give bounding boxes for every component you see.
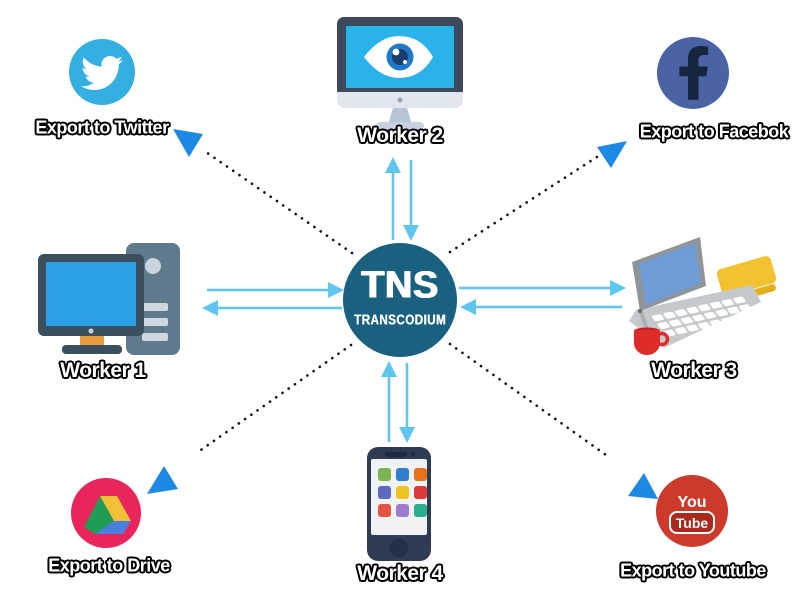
dotted-line-twitter [204,150,354,255]
arrowhead-to-youtube-icon [628,473,658,499]
desktop-computer-icon [38,243,180,355]
arrowhead-down-worker4 [399,427,415,443]
arrowhead-right-center [328,282,344,298]
youtube-logo-tube-text: Tube [676,515,709,531]
youtube-icon: You Tube [656,475,728,547]
dotted-line-facebook [448,153,602,254]
worker-arrows [202,157,626,443]
mug-icon [634,330,660,355]
twitter-icon [69,39,135,105]
drive-green-band [84,496,114,534]
worker-2-label: Worker 2 [357,124,443,147]
arrowhead-right-worker3 [610,280,626,296]
phone-camera [410,451,416,457]
monitor-eye-icon [337,17,463,130]
phone-app-grid [378,468,427,517]
dotted-lines [196,150,608,457]
arrowhead-up-worker2 [385,157,401,173]
arrowhead-left-center [460,299,476,315]
facebook-icon [657,37,729,109]
export-arrowheads [147,129,658,499]
google-drive-icon [71,478,141,548]
dotted-line-drive [196,343,353,454]
laptop-screen [639,243,701,305]
pc-monitor-screen [46,262,136,326]
worker-4-label: Worker 4 [357,562,443,585]
center-node-circle [343,243,457,357]
arrowhead-to-facebook-icon [597,141,627,168]
pc-stand [80,336,104,347]
facebook-f-glyph [679,46,709,100]
export-youtube-label: Export to Youtube [620,560,766,581]
arrowhead-up-center [381,361,397,377]
drive-blue-band [95,521,131,534]
youtube-logo-you-text: You [677,494,706,511]
dotted-line-youtube [448,342,608,457]
youtube-tube-box [669,511,715,534]
monitor-stand [388,108,412,124]
laptop-keyboard [651,296,758,340]
worker-1-label: Worker 1 [60,359,146,382]
monitor-base [376,122,424,130]
arrowhead-left-worker1 [202,300,218,316]
export-facebook-label: Export to Facebok [639,121,789,142]
twitter-bird-glyph [81,55,123,91]
pc-base [62,345,122,354]
pc-power-button [145,258,161,274]
export-drive-label: Export to Drive [48,555,170,576]
laptop-icon [629,237,777,355]
center-node-title: TNS [361,264,439,307]
smartphone-icon [367,447,431,561]
worker-3-label: Worker 3 [651,359,737,382]
drive-yellow-band [100,496,131,521]
center-node-subtitle: TRANSCODIUM [353,311,447,329]
arrowhead-to-drive-icon [147,466,178,494]
phone-speaker [385,452,407,457]
arrowhead-down-center [403,225,419,241]
phone-home-button [389,538,409,558]
arrowhead-to-twitter-icon [173,129,203,157]
export-twitter-label: Export to Twitter [35,117,169,138]
